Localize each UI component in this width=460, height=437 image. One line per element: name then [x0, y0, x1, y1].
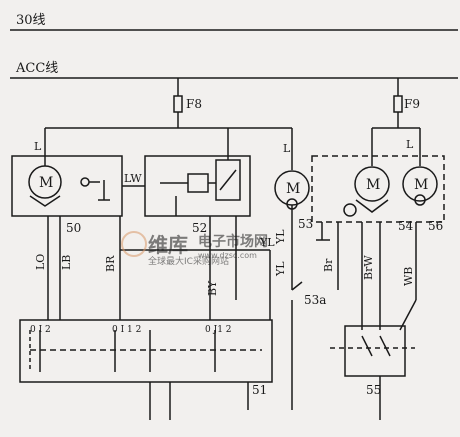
- wire-brw: BrW: [362, 255, 375, 280]
- combination-switch-51: [19, 319, 273, 383]
- watermark-title: 电子市场网: [198, 233, 268, 250]
- wire-yl-a: YL: [259, 236, 275, 249]
- wire-wb: WB: [402, 267, 415, 286]
- wire-br: BR: [104, 255, 117, 272]
- fuse-f9: [393, 95, 403, 113]
- wiper-motor-50: [28, 165, 62, 199]
- switch-55: [344, 325, 406, 377]
- fuse-f8-label: F8: [186, 97, 202, 111]
- component-54-group: [311, 155, 445, 223]
- watermark: 维库 电子市场网 www.dzsc.com 全球最大IC采购网站: [121, 231, 268, 267]
- wire-yl-b: YL: [274, 229, 287, 245]
- component-55-label: 55: [366, 383, 381, 397]
- motor-50-symbol: M: [39, 175, 53, 191]
- watermark-brand: 维库: [148, 233, 188, 257]
- motor-54: [354, 166, 390, 202]
- switch-pins-2: 0 I 1 2: [112, 325, 141, 335]
- relay-52-coil: [215, 159, 241, 201]
- wire-lw: LW: [124, 172, 142, 185]
- watermark-slogan: 全球最大IC采购网站: [148, 255, 229, 267]
- motor-53-symbol: M: [286, 181, 300, 197]
- wire-br-small: Br: [322, 258, 335, 272]
- component-50-box: [11, 155, 123, 217]
- motor-56: [402, 166, 438, 202]
- wire-l-right: L: [406, 138, 414, 151]
- component-50-label: 50: [66, 221, 81, 235]
- wire-l-mid: L: [283, 142, 291, 155]
- component-52-label: 52: [192, 221, 207, 235]
- wire-yl-c: YL: [274, 261, 287, 277]
- component-52-box: [144, 155, 251, 217]
- acc-line-label: ACC线: [15, 61, 58, 76]
- switch-pins-3: 0 J1 2: [205, 325, 232, 335]
- motor-54-symbol: M: [366, 177, 380, 193]
- fuse-f8: [173, 95, 183, 113]
- watermark-url: www.dzsc.com: [198, 251, 257, 260]
- component-56-label: 56: [428, 219, 443, 233]
- line-30-label: 30线: [16, 13, 46, 28]
- component-51-label: 51: [252, 383, 267, 397]
- component-53-label: 53: [298, 217, 313, 231]
- component-54-label: 54: [398, 219, 414, 233]
- switch-pins-1: 0 I 2: [30, 325, 51, 335]
- wire-lo: LO: [34, 254, 47, 270]
- wire-by: BY: [206, 280, 219, 296]
- motor-56-symbol: M: [414, 177, 428, 193]
- component-53a-label: 53a: [304, 293, 326, 307]
- wire-lb: LB: [60, 255, 73, 270]
- fuse-f9-label: F9: [404, 97, 420, 111]
- wire-l-left: L: [34, 140, 42, 153]
